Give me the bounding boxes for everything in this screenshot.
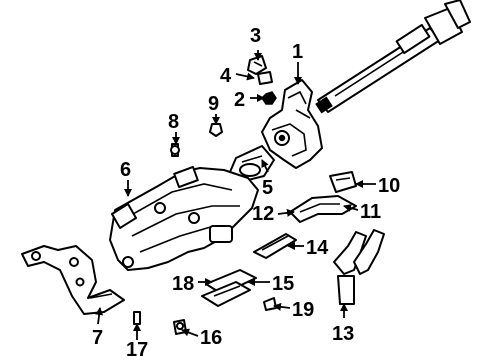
callout-14: 14 <box>306 237 329 259</box>
callout-12: 12 <box>252 203 274 225</box>
callout-9: 9 <box>208 93 219 115</box>
callout-13: 13 <box>332 323 354 345</box>
callout-19: 19 <box>292 299 314 321</box>
callout-17: 17 <box>126 339 148 360</box>
callout-2: 2 <box>234 89 245 111</box>
callout-7: 7 <box>92 327 103 349</box>
leader-lines <box>95 50 376 340</box>
part-19-clip <box>263 297 277 311</box>
column-housing <box>261 79 323 169</box>
callout-18: 18 <box>172 273 194 295</box>
steering-shaft <box>315 0 471 114</box>
callout-15: 15 <box>272 273 294 295</box>
callout-1: 1 <box>292 41 303 63</box>
callout-4: 4 <box>220 65 232 87</box>
part-11-12-shroud <box>289 195 357 223</box>
callout-6: 6 <box>120 159 131 181</box>
callout-10: 10 <box>378 175 400 197</box>
part-2-nut <box>261 91 277 105</box>
callout-11: 11 <box>360 201 381 223</box>
part-10-lever <box>329 171 357 193</box>
part-8-bolt <box>170 143 180 157</box>
lower-bracket <box>21 245 125 315</box>
callout-8: 8 <box>168 111 179 133</box>
callout-16: 16 <box>200 327 222 349</box>
part-15-18-slide <box>201 269 257 307</box>
part-9-screw <box>209 123 223 137</box>
part-17-pin <box>133 311 141 325</box>
lower-column-body <box>109 166 259 271</box>
part-16-screw <box>173 319 187 335</box>
callout-labels: 1 2 3 4 5 6 7 8 9 10 11 12 13 14 15 16 1… <box>92 25 400 360</box>
part-3-clip <box>247 55 267 75</box>
callout-5: 5 <box>262 177 273 199</box>
part-14-rail <box>253 233 297 259</box>
callout-3: 3 <box>250 25 261 47</box>
part-13-bracket <box>333 229 385 305</box>
part-4-clip <box>257 71 273 85</box>
